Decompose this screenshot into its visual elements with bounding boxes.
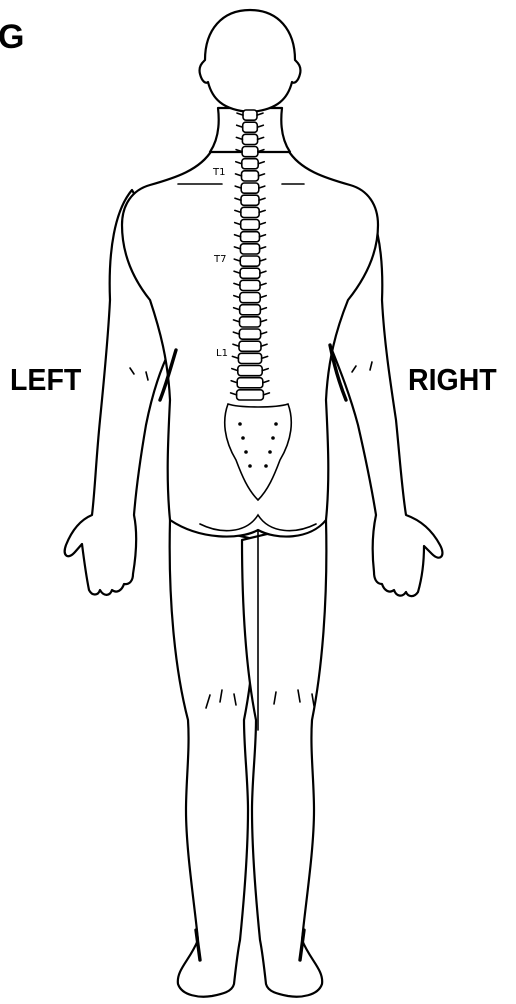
vertebra — [241, 183, 259, 193]
vertebra — [239, 341, 261, 351]
vertebra — [239, 329, 260, 339]
vertebra — [240, 293, 260, 303]
vertebra — [241, 195, 259, 205]
right-leg — [242, 520, 326, 997]
vertebra — [243, 122, 258, 132]
vertebra — [241, 232, 260, 242]
vertebra — [240, 244, 259, 254]
vertebra — [240, 280, 260, 290]
spine-level-t7: T7 — [213, 254, 226, 265]
vertebra — [237, 390, 264, 400]
vertebra — [237, 378, 263, 388]
vertebra — [243, 110, 257, 120]
spine-level-l1: L1 — [216, 348, 228, 359]
vertebra — [238, 366, 262, 376]
vertebra — [240, 317, 261, 327]
head — [200, 10, 301, 112]
vertebra — [242, 134, 257, 144]
vertebra — [242, 147, 258, 157]
vertebra — [241, 207, 259, 217]
vertebra — [240, 256, 260, 266]
vertebra — [240, 268, 260, 278]
vertebra — [242, 171, 259, 181]
spine-level-t1: T1 — [212, 167, 225, 178]
vertebra — [238, 353, 261, 363]
vertebra — [240, 305, 261, 315]
vertebra — [241, 220, 260, 230]
vertebra — [242, 159, 258, 169]
